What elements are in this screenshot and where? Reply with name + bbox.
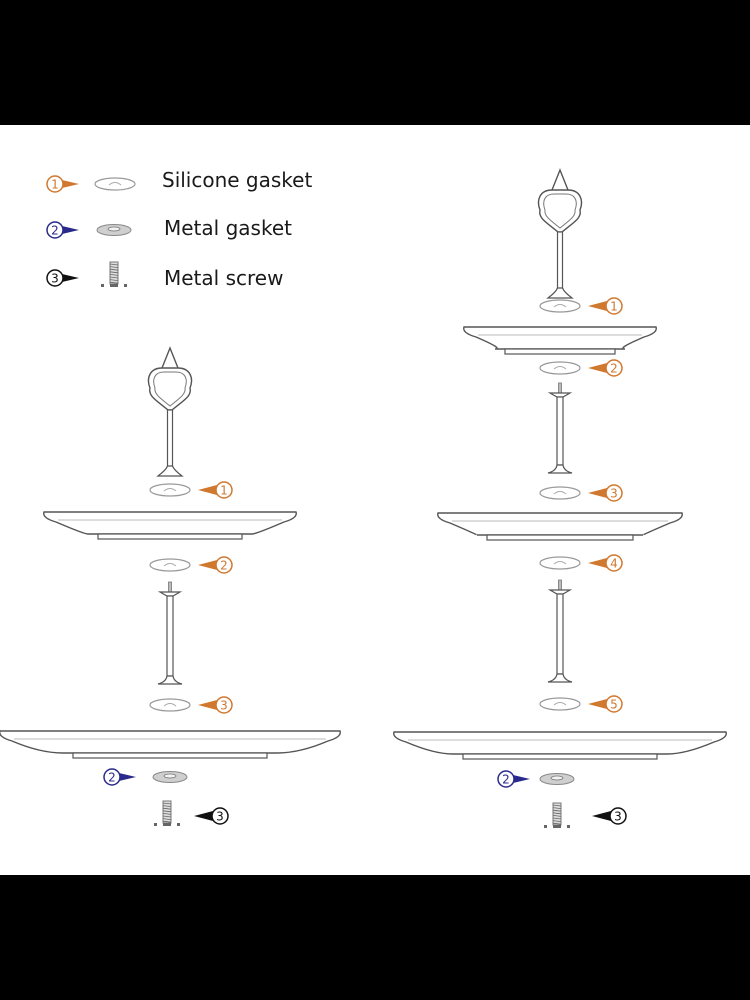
arrow-pointer-icon bbox=[588, 558, 607, 568]
arrow-pointer-icon bbox=[62, 226, 79, 234]
callout-number: 2 bbox=[220, 559, 228, 573]
callout-number: 3 bbox=[220, 699, 228, 713]
callout-circle-icon bbox=[211, 807, 229, 825]
callout-number: 3 bbox=[216, 810, 224, 824]
callout-circle-icon bbox=[605, 297, 623, 315]
callout-circle-icon bbox=[605, 695, 623, 713]
callout-number: 2 bbox=[610, 362, 618, 376]
right-callout-1: 1 bbox=[588, 297, 623, 315]
arrow-pointer-icon bbox=[513, 775, 530, 783]
callout-circle-icon bbox=[215, 481, 233, 499]
arrow-pointer-icon bbox=[588, 488, 607, 498]
callout-number: 1 bbox=[220, 484, 228, 498]
callout-number: 2 bbox=[51, 224, 59, 238]
right-callout-4: 4 bbox=[588, 554, 623, 572]
legend-marker-3: 3 bbox=[46, 269, 79, 287]
right-callout-screw: 3 bbox=[592, 807, 627, 825]
callout-circle-icon bbox=[609, 807, 627, 825]
left-callout-3: 3 bbox=[198, 696, 233, 714]
right-callout-3: 3 bbox=[588, 484, 623, 502]
right-middle-plate bbox=[437, 512, 683, 541]
right-callout-5: 5 bbox=[588, 695, 623, 713]
left-callout-screw: 3 bbox=[194, 807, 229, 825]
callout-circle-icon bbox=[215, 696, 233, 714]
arrow-pointer-icon bbox=[62, 274, 79, 282]
right-upper-rod bbox=[547, 382, 573, 474]
right-metal-screw bbox=[544, 802, 570, 828]
right-callout-metal-gasket: 2 bbox=[497, 770, 530, 788]
left-upper-plate bbox=[43, 511, 297, 540]
right-metal-gasket bbox=[539, 773, 575, 785]
right-silicone-gasket-1 bbox=[539, 299, 581, 313]
arrow-pointer-icon bbox=[592, 811, 611, 821]
callout-circle-icon bbox=[46, 221, 64, 239]
legend-marker-1: 1 bbox=[46, 175, 79, 193]
left-callout-2: 2 bbox=[198, 556, 233, 574]
callout-circle-icon bbox=[605, 359, 623, 377]
legend-label-metal-gasket: Metal gasket bbox=[164, 216, 292, 240]
left-connector-rod bbox=[157, 581, 183, 685]
callout-number: 2 bbox=[502, 773, 510, 787]
arrow-pointer-icon bbox=[588, 363, 607, 373]
arrow-pointer-icon bbox=[194, 811, 213, 821]
left-top-handle bbox=[147, 346, 193, 477]
arrow-pointer-icon bbox=[588, 699, 607, 709]
left-callout-1: 1 bbox=[198, 481, 233, 499]
callout-number: 3 bbox=[51, 272, 59, 286]
callout-number: 1 bbox=[610, 300, 618, 314]
left-lower-plate bbox=[0, 730, 341, 759]
arrow-pointer-icon bbox=[198, 700, 217, 710]
right-lower-rod bbox=[547, 579, 573, 683]
callout-circle-icon bbox=[215, 556, 233, 574]
right-silicone-gasket-5 bbox=[539, 697, 581, 711]
callout-number: 3 bbox=[610, 487, 618, 501]
right-callout-2: 2 bbox=[588, 359, 623, 377]
arrow-pointer-icon bbox=[198, 485, 217, 495]
callout-circle-icon bbox=[46, 175, 64, 193]
legend-metal-screw-icon bbox=[101, 261, 127, 287]
left-callout-metal-gasket: 2 bbox=[103, 768, 136, 786]
arrow-pointer-icon bbox=[62, 180, 79, 188]
right-silicone-gasket-2 bbox=[539, 361, 581, 375]
left-metal-gasket bbox=[152, 771, 188, 783]
right-silicone-gasket-3 bbox=[539, 486, 581, 500]
callout-number: 5 bbox=[610, 698, 618, 712]
right-silicone-gasket-4 bbox=[539, 556, 581, 570]
callout-circle-icon bbox=[103, 768, 121, 786]
callout-circle-icon bbox=[605, 484, 623, 502]
callout-circle-icon bbox=[605, 554, 623, 572]
arrow-pointer-icon bbox=[119, 773, 136, 781]
left-metal-screw bbox=[154, 800, 180, 826]
left-silicone-gasket-2 bbox=[149, 558, 191, 572]
callout-number: 4 bbox=[610, 557, 618, 571]
right-top-plate bbox=[463, 326, 657, 355]
arrow-pointer-icon bbox=[198, 560, 217, 570]
callout-circle-icon bbox=[497, 770, 515, 788]
callout-number: 2 bbox=[108, 771, 116, 785]
legend-metal-gasket-icon bbox=[96, 224, 132, 236]
right-top-handle bbox=[537, 168, 583, 299]
legend-marker-2: 2 bbox=[46, 221, 79, 239]
legend-silicone-gasket-icon bbox=[94, 177, 136, 191]
right-bottom-plate bbox=[393, 731, 727, 760]
callout-number: 1 bbox=[51, 178, 59, 192]
left-silicone-gasket-3 bbox=[149, 698, 191, 712]
legend-label-silicone-gasket: Silicone gasket bbox=[162, 168, 313, 192]
callout-number: 3 bbox=[614, 810, 622, 824]
left-silicone-gasket-1 bbox=[149, 483, 191, 497]
callout-circle-icon bbox=[46, 269, 64, 287]
legend-label-metal-screw: Metal screw bbox=[164, 266, 284, 290]
arrow-pointer-icon bbox=[588, 301, 607, 311]
